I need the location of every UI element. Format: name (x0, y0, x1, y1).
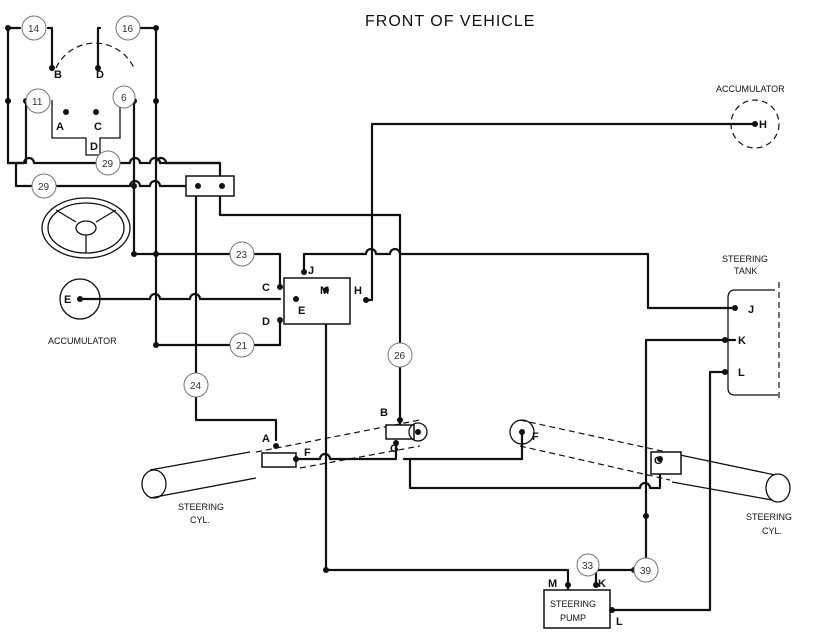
svg-text:M: M (548, 578, 557, 590)
center-cyl-port-box (385, 424, 415, 440)
accumulator-left-label: ACCUMULATOR (48, 336, 117, 346)
line-11: 11 (25, 88, 51, 114)
line-14: 14 (21, 15, 47, 41)
svg-text:16: 16 (122, 24, 134, 35)
svg-text:23: 23 (236, 250, 248, 261)
svg-text:G: G (390, 443, 399, 455)
svg-text:39: 39 (640, 566, 652, 577)
svg-text:29: 29 (38, 182, 50, 193)
svg-text:D: D (90, 141, 98, 153)
diagram-title: FRONT OF VEHICLE (365, 13, 535, 30)
line-26: 26 (387, 342, 413, 368)
junction-block (185, 175, 235, 197)
line-24: 24 (183, 372, 209, 398)
svg-text:21: 21 (236, 341, 248, 352)
svg-text:M: M (320, 285, 329, 297)
svg-text:C: C (262, 282, 270, 294)
line-number-labels: 14 16 11 6 29 29 23 21 24 26 33 39 (21, 15, 659, 583)
svg-text:B: B (380, 407, 388, 419)
svg-text:14: 14 (28, 24, 40, 35)
right-cyl-label-1: STEERING (746, 512, 792, 522)
svg-text:H: H (759, 119, 767, 131)
svg-text:B: B (54, 69, 62, 81)
svg-text:6: 6 (121, 93, 127, 104)
component-labels: ACCUMULATOR ACCUMULATOR STEERING TANK ST… (48, 84, 792, 623)
svg-text:F: F (532, 431, 539, 443)
svg-text:D: D (96, 69, 104, 81)
svg-text:D: D (262, 316, 270, 328)
line-39: 39 (633, 557, 659, 583)
svg-text:E: E (64, 294, 71, 306)
svg-text:H: H (354, 285, 362, 297)
svg-text:11: 11 (32, 97, 43, 108)
svg-text:C: C (94, 121, 102, 133)
line-16: 16 (115, 15, 141, 41)
line-23: 23 (229, 241, 255, 267)
pump-label-1: STEERING (550, 599, 596, 609)
port-labels: B D A C D J C E M H D E H J K L A F B G … (54, 69, 767, 628)
left-cyl-port-box (261, 452, 297, 468)
line-21: 21 (229, 332, 255, 358)
svg-text:A: A (262, 433, 270, 445)
tank-label-1: STEERING (722, 254, 768, 264)
line-6: 6 (112, 85, 136, 109)
svg-text:F: F (304, 447, 311, 459)
right-cyl-label-2: CYL. (762, 526, 782, 536)
svg-text:24: 24 (190, 381, 202, 392)
valve-box (185, 175, 682, 629)
svg-text:J: J (308, 265, 314, 277)
accumulator-right-label: ACCUMULATOR (716, 84, 785, 94)
svg-text:G: G (654, 455, 663, 467)
line-29-left: 29 (31, 173, 57, 199)
pump-label-2: PUMP (560, 613, 586, 623)
tank-label-2: TANK (734, 266, 757, 276)
left-cyl-label-2: CYL. (190, 515, 210, 525)
accumulator-left-icon (59, 278, 101, 320)
svg-text:33: 33 (582, 561, 594, 572)
svg-text:L: L (616, 616, 623, 628)
svg-text:K: K (598, 578, 606, 590)
svg-text:E: E (298, 305, 305, 317)
svg-text:26: 26 (394, 351, 406, 362)
line-33: 33 (576, 553, 600, 577)
left-cyl-label-1: STEERING (178, 502, 224, 512)
svg-text:L: L (738, 367, 745, 379)
valve-b-icon (408, 422, 428, 442)
svg-text:29: 29 (102, 159, 114, 170)
dashed-outlines (41, 42, 791, 503)
svg-text:K: K (738, 335, 746, 347)
svg-text:J: J (748, 304, 754, 316)
svg-text:A: A (56, 121, 64, 133)
line-29-top: 29 (95, 150, 121, 176)
steering-pump-box (543, 589, 611, 629)
